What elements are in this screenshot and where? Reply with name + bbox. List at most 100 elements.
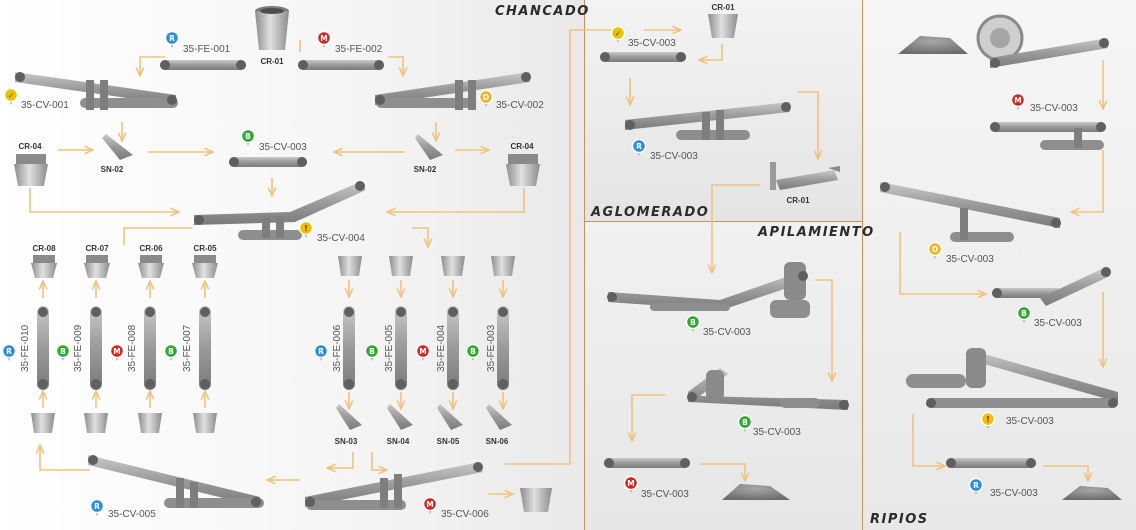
bin-icon[interactable]	[31, 413, 55, 433]
divider-vertical-2	[862, 0, 863, 530]
stacker-conveyor-icon[interactable]	[687, 368, 849, 410]
conveyor-icon[interactable]	[990, 38, 1109, 68]
status-badge[interactable]: B	[364, 343, 380, 362]
status-badge[interactable]: B	[685, 314, 701, 333]
bin-icon[interactable]	[138, 413, 162, 433]
crusher-bin-icon[interactable]	[708, 14, 738, 38]
status-badge[interactable]: ✓	[610, 25, 626, 44]
bin-icon[interactable]	[193, 413, 217, 433]
crusher-label: CR-06	[139, 244, 163, 253]
cone-crusher-icon[interactable]	[14, 154, 48, 186]
stockpile-icon[interactable]	[898, 36, 968, 54]
status-badge[interactable]: !	[980, 411, 996, 430]
crusher-label: CR-01	[260, 57, 284, 66]
cone-crusher-icon[interactable]	[31, 255, 57, 278]
status-badge-glyph: B	[690, 318, 696, 327]
status-badge[interactable]: M	[623, 475, 639, 494]
screen-icon[interactable]	[336, 404, 362, 430]
status-badge[interactable]: R	[313, 343, 329, 362]
conveyor-icon[interactable]	[375, 72, 531, 110]
status-badge[interactable]: R	[631, 138, 647, 157]
status-badge[interactable]: M	[1010, 92, 1026, 111]
screen-icon[interactable]	[102, 134, 133, 160]
cone-crusher-icon[interactable]	[138, 255, 164, 278]
conveyor-icon[interactable]	[990, 122, 1106, 150]
status-badge[interactable]: B	[163, 343, 179, 362]
status-badge[interactable]: B	[465, 343, 481, 362]
conveyor-icon[interactable]	[604, 458, 690, 468]
status-badge[interactable]: M	[422, 496, 438, 515]
screen-icon[interactable]	[387, 404, 413, 430]
status-badge[interactable]: D	[927, 241, 943, 260]
bin-icon[interactable]	[441, 256, 465, 276]
flow-arrows-aglomerado	[630, 30, 832, 480]
bucket-wheel-icon[interactable]	[976, 14, 1024, 62]
conveyor-icon[interactable]	[15, 72, 178, 110]
section-title-chancado: CHANCADO	[495, 4, 590, 19]
vertical-feeders-right	[343, 306, 509, 390]
status-badge[interactable]: B	[1016, 305, 1032, 324]
status-badge[interactable]: M	[109, 343, 125, 362]
vertical-feeder-icon[interactable]	[144, 306, 156, 390]
vertical-feeders-left	[37, 306, 211, 390]
conveyor-icon[interactable]	[229, 157, 307, 167]
stockpile-icon[interactable]	[1062, 486, 1122, 500]
status-badge[interactable]: R	[968, 477, 984, 496]
primary-crusher-icon[interactable]	[255, 6, 289, 50]
conveyor-icon[interactable]	[305, 462, 483, 510]
vertical-feeder-icon[interactable]	[90, 306, 102, 390]
status-badge[interactable]: B	[240, 128, 256, 147]
status-badge-glyph: ✓	[8, 91, 14, 100]
conveyor-tag: 35-CV-003	[641, 489, 689, 500]
conveyor-icon[interactable]	[600, 52, 686, 62]
agglomeration-drum-icon[interactable]	[770, 162, 840, 190]
screen-icon[interactable]	[437, 404, 463, 430]
status-badge-glyph: M	[627, 479, 634, 488]
drum-label: CR-01	[786, 196, 810, 205]
status-badge[interactable]: R	[164, 30, 180, 49]
cone-crusher-icon[interactable]	[192, 255, 218, 278]
status-badge[interactable]: B	[737, 414, 753, 433]
bin-icon[interactable]	[491, 256, 515, 276]
status-badge[interactable]: M	[415, 343, 431, 362]
screen-icon[interactable]	[486, 404, 512, 430]
vertical-feeder-icon[interactable]	[447, 306, 459, 390]
vertical-feeder-icon[interactable]	[199, 306, 211, 390]
screen-icon[interactable]	[415, 134, 443, 160]
conveyor-icon[interactable]	[194, 181, 366, 240]
status-badge[interactable]: D	[478, 89, 494, 108]
feeder-belt-icon[interactable]	[298, 60, 384, 70]
bin-icon[interactable]	[520, 488, 552, 512]
conveyor-icon[interactable]	[880, 182, 1061, 242]
cone-crusher-icon[interactable]	[506, 154, 540, 186]
cone-crusher-icon[interactable]	[84, 255, 110, 278]
tertiary-crushers	[31, 255, 218, 278]
stacker-conveyor-icon[interactable]	[607, 262, 810, 318]
status-badge[interactable]: M	[316, 30, 332, 49]
conveyor-icon[interactable]	[88, 455, 264, 508]
stacker-conveyor-icon[interactable]	[906, 348, 1118, 408]
status-badge[interactable]: ✓	[3, 87, 19, 106]
bin-icon[interactable]	[389, 256, 413, 276]
vertical-feeder-icon[interactable]	[343, 306, 355, 390]
status-badge-glyph: !	[304, 224, 307, 233]
status-badge[interactable]: R	[1, 343, 17, 362]
conveyor-icon[interactable]	[946, 458, 1036, 468]
status-badge[interactable]: B	[55, 343, 71, 362]
conveyor-tag: 35-CV-003	[753, 427, 801, 438]
vertical-feeder-icon[interactable]	[497, 306, 509, 390]
status-badge[interactable]: !	[298, 220, 314, 239]
panel-ripios	[863, 0, 1136, 530]
vertical-feeder-icon[interactable]	[37, 306, 49, 390]
bin-icon[interactable]	[84, 413, 108, 433]
vertical-feeder-icon[interactable]	[395, 306, 407, 390]
conveyor-icon[interactable]	[992, 267, 1111, 306]
conveyor-tag: 35-CV-006	[441, 509, 489, 520]
stockpile-icon[interactable]	[722, 484, 790, 500]
status-badge[interactable]: R	[89, 498, 105, 517]
crusher-label: CR-01	[711, 3, 735, 12]
feeder-belt-icon[interactable]	[160, 60, 246, 70]
conveyor-icon[interactable]	[625, 102, 791, 140]
conveyor-tag: 35-CV-003	[1034, 318, 1082, 329]
bin-icon[interactable]	[338, 256, 362, 276]
